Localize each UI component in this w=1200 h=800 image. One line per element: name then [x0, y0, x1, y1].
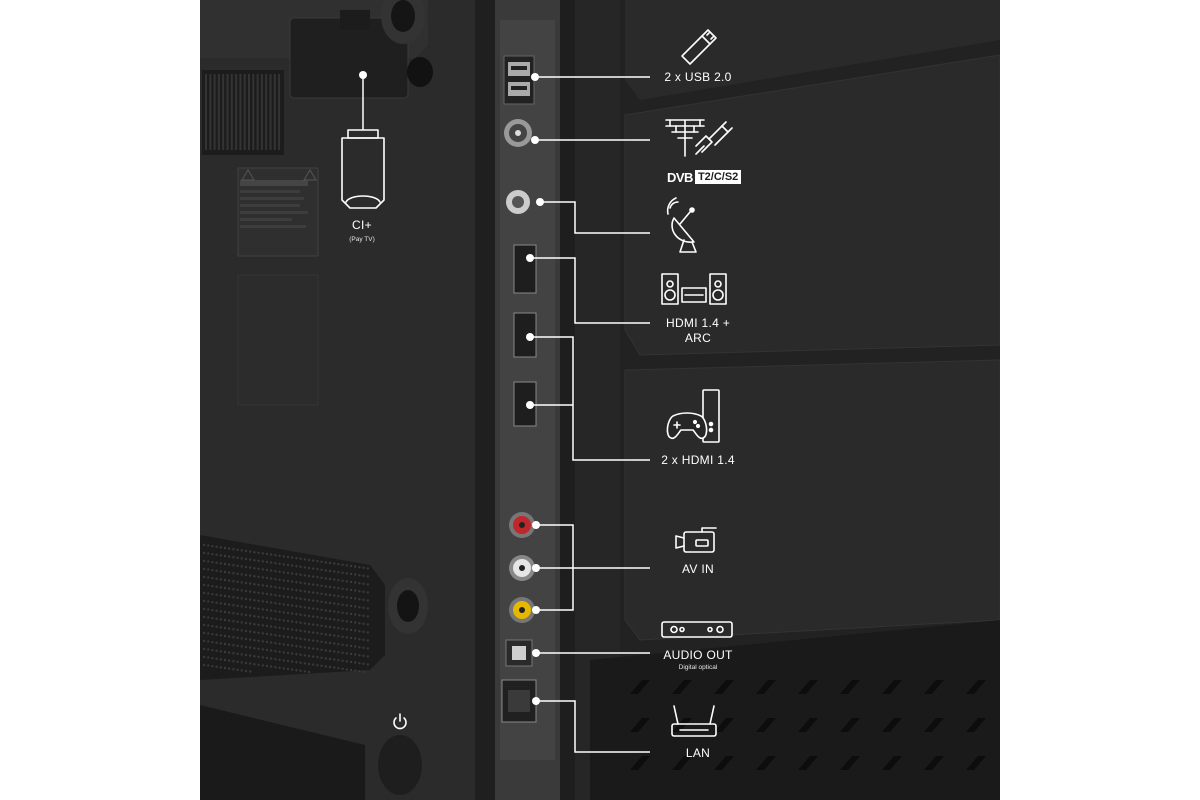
- cable-plug-icon: [695, 121, 733, 155]
- lan-port: [501, 679, 537, 723]
- antenna-icon: [665, 119, 705, 157]
- satellite-dish-icon: [666, 197, 697, 253]
- dvb-prefix: DVB: [667, 169, 693, 185]
- label-av-in: AV IN: [682, 562, 714, 576]
- ci-card-icon: [341, 129, 385, 209]
- bottom-vent: [200, 535, 385, 680]
- hdmi-port-arc: [513, 244, 537, 294]
- speakers-icon: [661, 273, 727, 305]
- callout-lines: [362, 75, 650, 753]
- usb-ports: [503, 55, 535, 105]
- label-audio-out: AUDIO OUT: [663, 648, 733, 662]
- label-audio-sub: Digital optical: [678, 664, 718, 671]
- soundbar-icon: [661, 621, 733, 638]
- label-hdmi2: 2 x HDMI 1.4: [661, 453, 735, 467]
- caution-label: [237, 167, 319, 257]
- camcorder-icon: [675, 527, 717, 553]
- hdmi-port-2: [513, 312, 537, 358]
- hdmi-port-3: [513, 381, 537, 427]
- tv-rear-panel: [200, 0, 1000, 800]
- antenna-port: [504, 119, 532, 147]
- rear-ribs: [590, 0, 1000, 800]
- dvb-standards: T2/C/S2: [694, 170, 742, 184]
- label-lan: LAN: [685, 746, 711, 760]
- satellite-port: [506, 190, 530, 214]
- label-usb: 2 x USB 2.0: [664, 70, 732, 84]
- dvb-logo: DVB T2/C/S2: [667, 169, 742, 185]
- router-icon: [671, 705, 717, 737]
- top-vent: [202, 70, 284, 155]
- product-photo: DVB T2/C/S2: [200, 0, 1000, 800]
- optical-port: [505, 639, 533, 667]
- label-ci: CI+: [352, 218, 372, 232]
- label-hdmi-arc: HDMI 1.4 +: [665, 316, 731, 330]
- label-hdmi-arc-2: ARC: [684, 331, 712, 345]
- av-in-ports: [509, 512, 535, 623]
- callout-dots: [359, 71, 544, 705]
- usb-stick-icon: [681, 29, 717, 65]
- power-icon: [393, 713, 407, 730]
- gamepad-icon: [666, 389, 720, 443]
- label-ci-sub: (Pay TV): [349, 236, 375, 243]
